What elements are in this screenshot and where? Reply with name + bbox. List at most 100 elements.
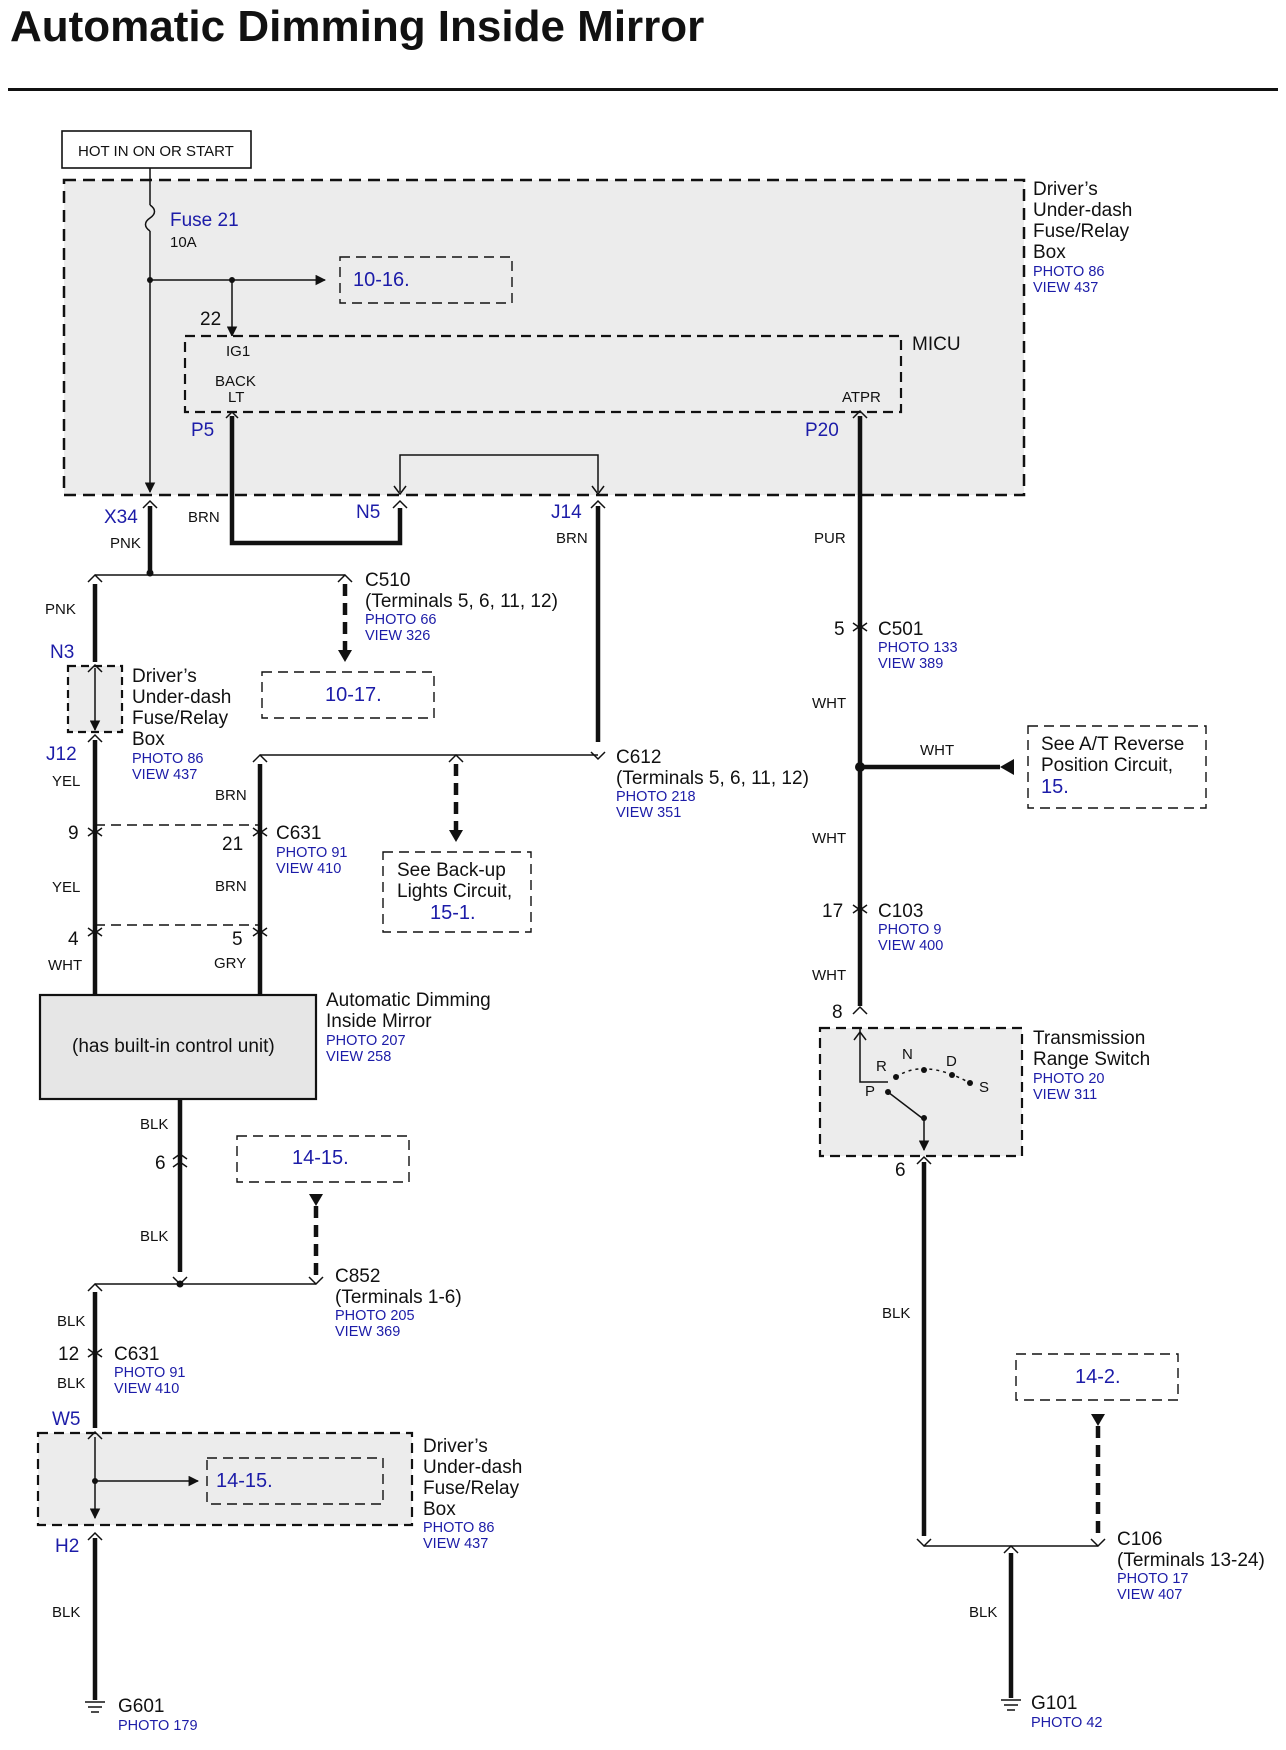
- trs-contact-n: [921, 1067, 927, 1073]
- c106-label: C106: [1117, 1529, 1162, 1550]
- micu-pin-back: BACK: [215, 373, 256, 390]
- c631a-pin5: [252, 927, 268, 937]
- c631a-pin4: [87, 927, 103, 937]
- box-top-photo: PHOTO 86: [1033, 264, 1104, 280]
- micu-label: MICU: [912, 334, 961, 355]
- box-top-line3: Fuse/Relay: [1033, 221, 1130, 242]
- c631b-view: VIEW 410: [114, 1381, 179, 1397]
- term-p5: P5: [191, 420, 214, 441]
- n3-connector: [87, 663, 103, 673]
- term-j14: J14: [551, 502, 582, 523]
- wire-pnk-1: PNK: [110, 535, 141, 552]
- c612-photo: PHOTO 218: [616, 789, 696, 805]
- fuse-relay-box-bottom: [36, 1431, 414, 1527]
- c103-view: VIEW 400: [878, 938, 943, 954]
- brn-back-lt-wire: [229, 416, 403, 546]
- wire-yel-1: YEL: [52, 773, 80, 790]
- trs-line2: Range Switch: [1033, 1049, 1150, 1070]
- c103-label: C103: [878, 901, 923, 922]
- c612-term-right: [590, 751, 606, 761]
- c501-label: C501: [878, 619, 923, 640]
- c501-view: VIEW 389: [878, 656, 943, 672]
- auto-dimming-mirror-box: [38, 993, 318, 1101]
- fuse-21-label: Fuse 21: [170, 210, 239, 231]
- g101-ground-symbol: [1001, 1699, 1021, 1711]
- c631b-photo: PHOTO 91: [114, 1365, 185, 1381]
- backup-arrowhead: [449, 830, 463, 842]
- term-h2: H2: [55, 1536, 79, 1557]
- hot-label-box: [61, 130, 252, 169]
- wire-blk-7: BLK: [969, 1604, 997, 1621]
- c852-label: C852: [335, 1266, 380, 1287]
- ref-142: 14-2.: [1075, 1366, 1121, 1388]
- box-bot-line2: Under-dash: [423, 1457, 522, 1478]
- trs-line1: Transmission: [1033, 1028, 1145, 1049]
- wire-brn-3: BRN: [215, 787, 247, 804]
- trs-label-d: D: [946, 1053, 957, 1070]
- pin-6-trs: 6: [895, 1160, 906, 1181]
- c852-term-mid: [172, 1276, 188, 1286]
- c106-terms: (Terminals 13-24): [1117, 1550, 1265, 1571]
- x34-connector: [142, 499, 158, 509]
- c631a-view: VIEW 410: [276, 861, 341, 877]
- trs-internal-entry: [853, 1031, 867, 1041]
- c501-photo: PHOTO 133: [878, 640, 958, 656]
- fuse-21-symbol: [144, 204, 156, 232]
- wire-blk-6: BLK: [882, 1305, 910, 1322]
- hot-label: HOT IN ON OR START: [78, 143, 234, 160]
- c631b-label: C631: [114, 1344, 159, 1365]
- g101-photo: PHOTO 42: [1031, 1715, 1102, 1731]
- mirror-box-text: (has built-in control unit): [72, 1036, 275, 1057]
- ref-142-box: [1015, 1353, 1179, 1401]
- box-bot-line1: Driver’s: [423, 1436, 488, 1457]
- p20-connector: [852, 409, 868, 419]
- pin-21: 21: [222, 834, 243, 855]
- box-mid-line1: Driver’s: [132, 666, 197, 687]
- c510-left-term: [87, 573, 103, 583]
- wire-brn-2: BRN: [556, 530, 588, 547]
- term-w5: W5: [52, 1409, 81, 1430]
- box-bot-view: VIEW 437: [423, 1536, 488, 1552]
- j12-connector: [87, 733, 103, 743]
- wire-pur: PUR: [814, 530, 846, 547]
- pin-8: 8: [832, 1002, 843, 1023]
- c852-arrowhead: [309, 1194, 323, 1206]
- mirror-photo: PHOTO 207: [326, 1033, 406, 1049]
- box-top-line2: Under-dash: [1033, 200, 1132, 221]
- c510-view: VIEW 326: [365, 628, 430, 644]
- c510-terms: (Terminals 5, 6, 11, 12): [365, 591, 558, 612]
- box-top-view: VIEW 437: [1033, 280, 1098, 296]
- trs-internal-wiring: [859, 1028, 888, 1083]
- c510-label: C510: [365, 570, 410, 591]
- pin6-connector: [172, 1153, 188, 1168]
- wire-gry: GRY: [214, 955, 246, 972]
- title-rule: [8, 88, 1278, 91]
- ref-1016-box: [339, 256, 513, 304]
- pin-5-c501: 5: [834, 619, 845, 640]
- backup-line1: See Back-up: [397, 860, 506, 881]
- at-reverse-arrowhead: [1000, 759, 1014, 775]
- backup-ref-box: [382, 851, 532, 933]
- term-j12: J12: [46, 744, 77, 765]
- wire-wht-2: WHT: [812, 695, 846, 712]
- pin-6-mirror: 6: [155, 1153, 166, 1174]
- g601-label: G601: [118, 1696, 164, 1717]
- c612-term-left: [252, 753, 268, 763]
- c612-term-mid: [448, 753, 464, 763]
- inner-j14-arrow: [591, 485, 605, 496]
- box-bot-line3: Fuse/Relay: [423, 1478, 520, 1499]
- ref-1017-box: [261, 671, 435, 719]
- w5-connector: [87, 1430, 103, 1440]
- c106-term-left: [916, 1538, 932, 1548]
- at-reverse-line1: See A/T Reverse: [1041, 734, 1184, 755]
- diagram-title: Automatic Dimming Inside Mirror: [10, 2, 705, 51]
- c852-terms: (Terminals 1-6): [335, 1287, 462, 1308]
- box-top-line4: Box: [1033, 242, 1066, 263]
- c510-right-term: [337, 573, 353, 583]
- ref-1415b: 14-15.: [216, 1470, 273, 1492]
- term-n3: N3: [50, 642, 74, 663]
- c106-photo: PHOTO 17: [1117, 1571, 1188, 1587]
- trs-label-p: P: [865, 1083, 875, 1100]
- backup-ref: 15-1.: [430, 902, 476, 924]
